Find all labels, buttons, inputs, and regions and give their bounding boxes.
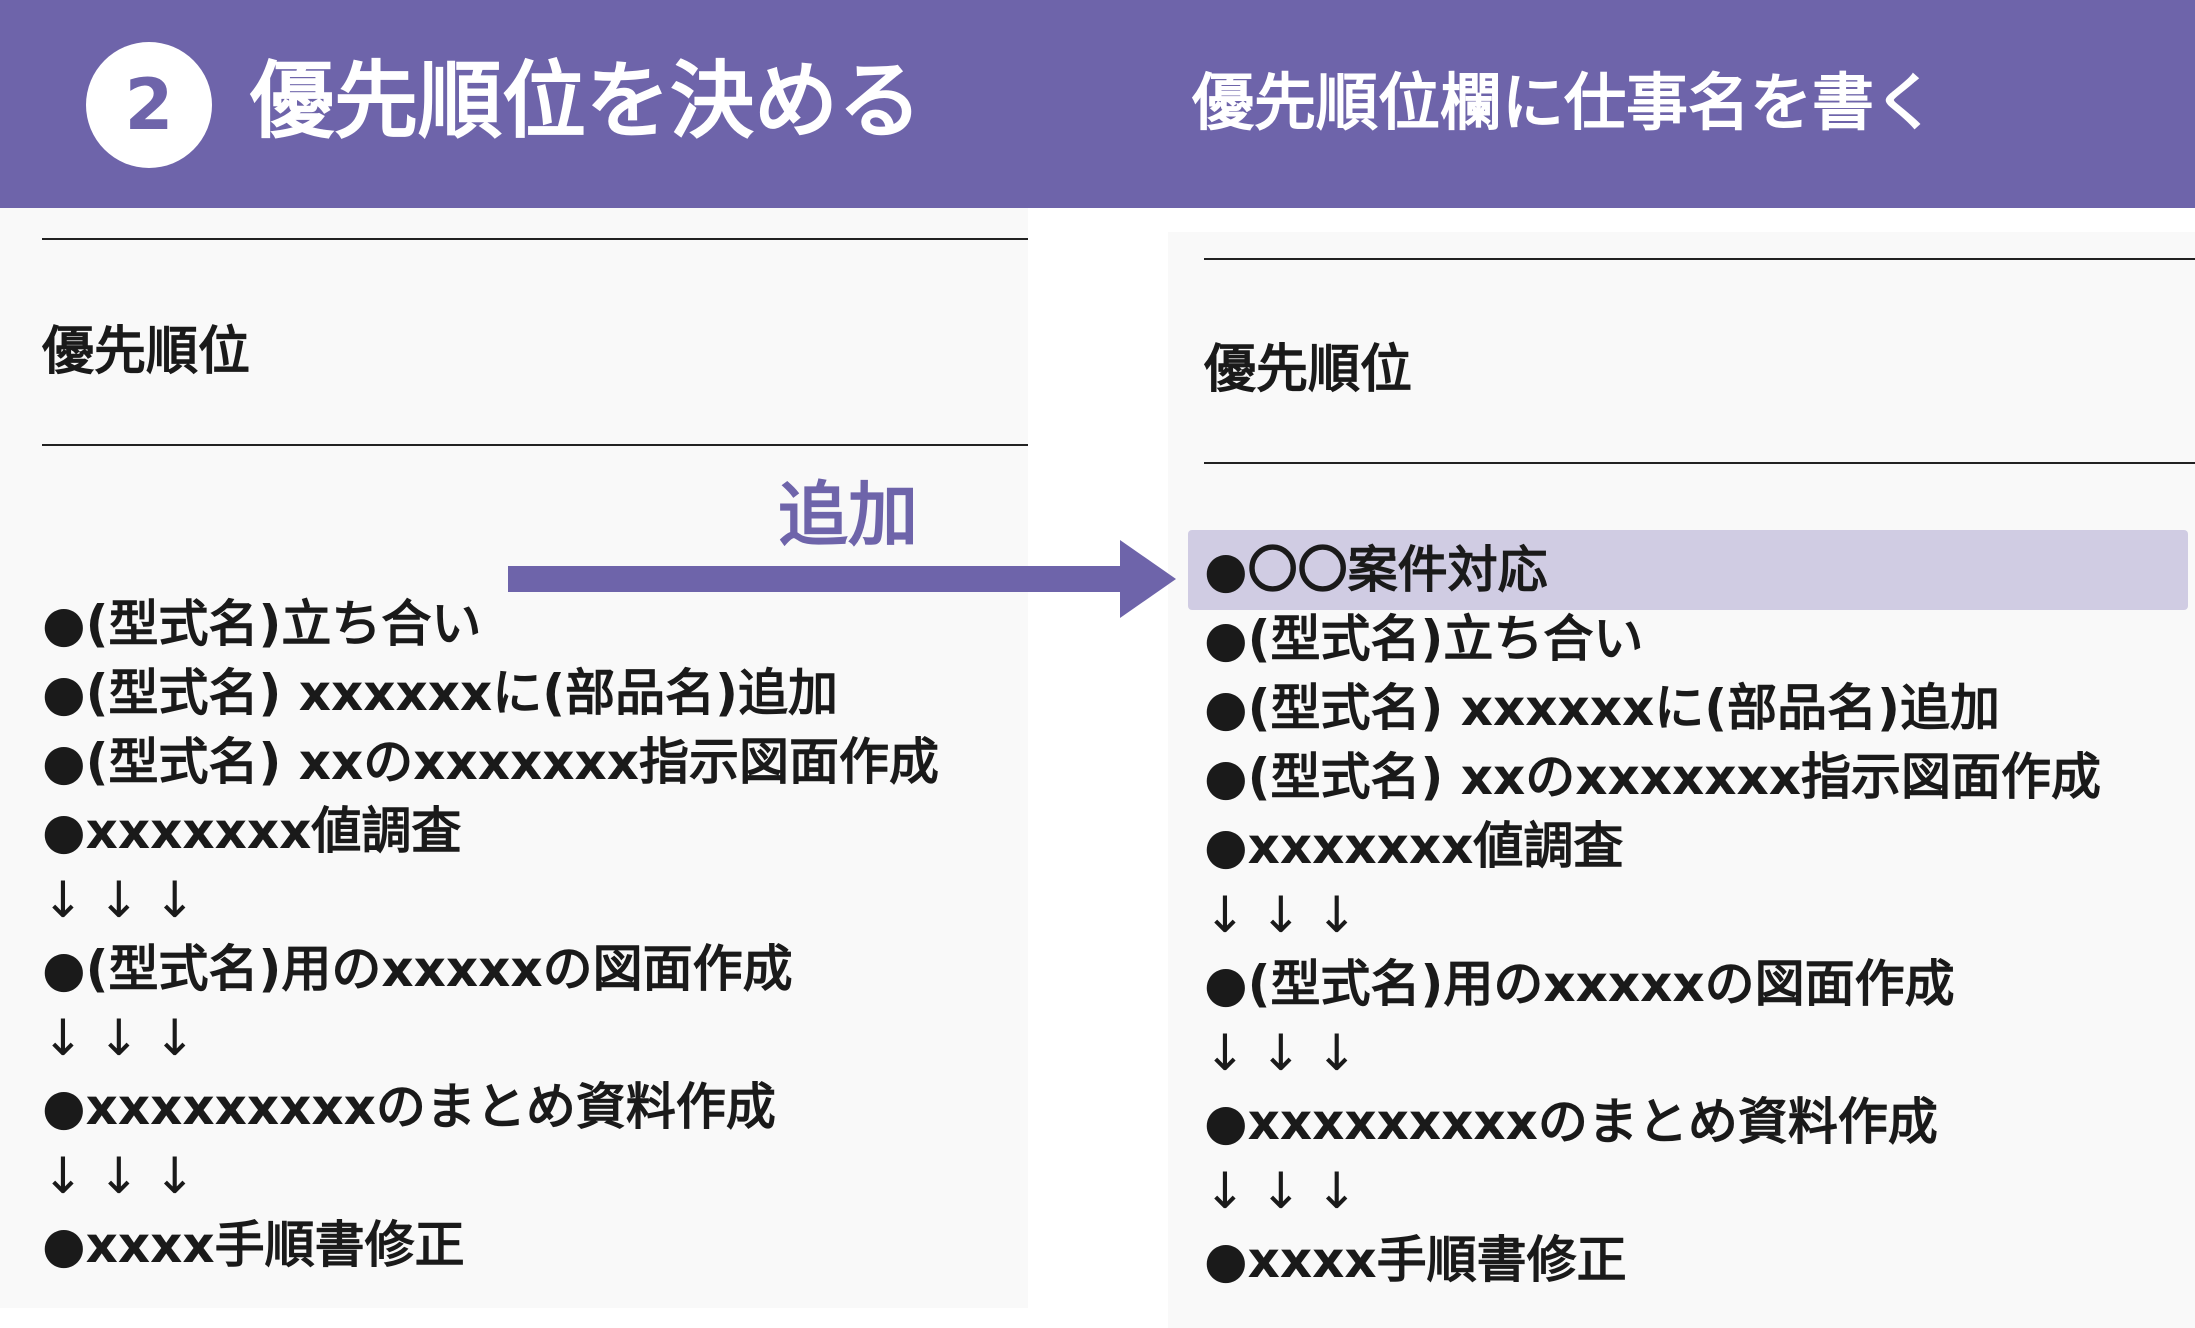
step-number-badge: 2: [86, 42, 212, 168]
added-item-highlight: [1188, 530, 2188, 610]
list-item: ●(型式名)用のxxxxxの図面作成: [42, 940, 793, 998]
list-item: ●xxxx手順書修正: [1204, 1231, 1627, 1289]
list-item: ●xxxxxxx値調査: [1204, 817, 1624, 875]
list-item: ●(型式名) xxxxxxに(部品名)追加: [42, 664, 838, 722]
add-label: 追加: [778, 474, 918, 556]
page-title: 優先順位を決める: [250, 52, 923, 150]
section-label: 優先順位: [1204, 340, 1413, 400]
added-item-list: ●〇〇案件対応: [1204, 536, 1548, 605]
page-subtitle: 優先順位欄に仕事名を書く: [1192, 66, 1937, 139]
down-arrows: ↓↓↓: [1204, 1162, 1372, 1220]
list-item: ●xxxxxxx値調査: [42, 802, 462, 860]
right-arrow-icon: [508, 540, 1176, 618]
list-item: ●xxxx手順書修正: [42, 1216, 465, 1274]
list-item: ●(型式名)用のxxxxxの図面作成: [1204, 955, 1955, 1013]
list-item: ●(型式名) xxのxxxxxxx指示図面作成: [1204, 748, 2101, 806]
list-item: ●(型式名) xxのxxxxxxx指示図面作成: [42, 733, 939, 791]
list-item: ●(型式名)立ち合い: [42, 595, 482, 653]
down-arrows: ↓↓↓: [42, 871, 210, 929]
list-item: ●xxxxxxxxxのまとめ資料作成: [1204, 1093, 1938, 1151]
list-item: ●(型式名) xxxxxxに(部品名)追加: [1204, 679, 2000, 737]
arrow-head: [1120, 540, 1176, 618]
added-list-item: ●〇〇案件対応: [1204, 541, 1548, 599]
before-panel: 優先順位 ●(型式名)立ち合い●(型式名) xxxxxxに(部品名)追加●(型式…: [0, 208, 1028, 1308]
down-arrows: ↓↓↓: [42, 1009, 210, 1067]
bottom-divider: [1204, 462, 2195, 464]
down-arrows: ↓↓↓: [1204, 1024, 1372, 1082]
top-divider: [1204, 258, 2195, 260]
header-banner: 2 優先順位を決める 優先順位欄に仕事名を書く: [0, 0, 2195, 208]
bottom-divider: [42, 444, 1028, 446]
section-label: 優先順位: [42, 322, 251, 382]
top-divider: [42, 238, 1028, 240]
task-list: ●(型式名)立ち合い ●(型式名) xxxxxxに(部品名)追加 ●(型式名) xx…: [42, 590, 939, 1280]
arrow-shaft: [508, 566, 1128, 592]
down-arrows: ↓↓↓: [1204, 886, 1372, 944]
task-list: ●(型式名)立ち合い ●(型式名) xxxxxxに(部品名)追加 ●(型式名) xx…: [1204, 605, 2101, 1295]
after-panel: 優先順位 ●〇〇案件対応 ●(型式名)立ち合い ●(型式名) xxxxxxに(部品…: [1168, 232, 2195, 1328]
down-arrows: ↓↓↓: [42, 1147, 210, 1205]
list-item: ●xxxxxxxxxのまとめ資料作成: [42, 1078, 776, 1136]
list-item: ●(型式名)立ち合い: [1204, 610, 1644, 668]
